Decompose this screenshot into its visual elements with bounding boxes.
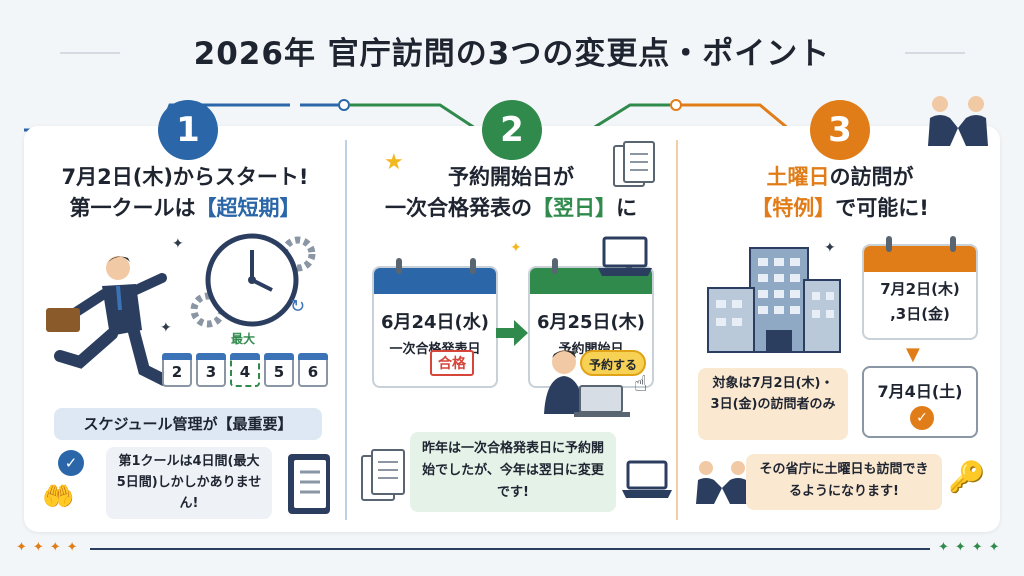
point-2-note: 昨年は一次合格発表日に予約開始でしたが、今年は翌日に変更です! — [410, 432, 616, 512]
point-1-banner: スケジュール管理が【最重要】 — [54, 408, 322, 440]
reservation-date: 6月25日(木) — [536, 312, 646, 333]
clock-icon — [190, 233, 316, 328]
laptop-icon — [598, 236, 652, 276]
star-icon: ★ — [384, 150, 404, 175]
running-businessman-icon — [46, 256, 170, 386]
point-3-note: その省庁に土曜日も訪問できるようになります! — [746, 454, 942, 510]
calendar-ring — [470, 258, 476, 274]
down-triangle-icon: ▼ — [906, 344, 920, 365]
page-title: 2026年 官庁訪問の3つの変更点・ポイント — [193, 36, 831, 72]
announcement-date: 6月24日(水) — [380, 312, 490, 333]
pass-stamp: 合格 — [430, 350, 474, 376]
point-3-heading-line1: 土曜日の訪問が — [766, 165, 914, 189]
column-divider-2 — [676, 140, 678, 520]
calendar-ring — [950, 236, 956, 252]
footer-decoration-right: ✦✦✦✦ — [938, 540, 1006, 555]
notebook-icon — [288, 454, 330, 514]
point-1-heading-line2: 第一クールは【超短期】 — [69, 196, 301, 220]
person-at-laptop-icon — [544, 350, 630, 417]
point-2-heading: 予約開始日が 一次合格発表の【翌日】に — [352, 162, 670, 224]
point-1-heading: 7月2日(木)からスタート! 第一クールは【超短期】 — [30, 162, 340, 224]
saturday-date: 7月4日(土) — [877, 382, 963, 401]
point-1-badge: 1 — [158, 100, 218, 160]
calendar-ring — [552, 258, 558, 274]
point-3-badge: 3 — [810, 100, 870, 160]
max-label: 最大 — [231, 332, 256, 346]
calendar-day: 2 — [162, 353, 192, 387]
title-divider-right — [905, 52, 965, 54]
weekday-date-line2: ,3日(金) — [890, 305, 950, 323]
point-1-note: 第1クールは4日間(最大5日間)しかしかありません! — [106, 447, 272, 519]
sparkle-icon: ✦ — [172, 236, 184, 252]
point-2-badge: 2 — [482, 100, 542, 160]
document-icon — [361, 449, 405, 501]
cursor-icon: ☝ — [634, 372, 648, 397]
weekday-date-line1: 7月2日(木) — [880, 280, 960, 298]
point-3-heading: 土曜日の訪問が 【特例】で可能に! — [690, 162, 990, 224]
title-divider-left — [60, 52, 120, 54]
reserve-button[interactable]: 予約する — [580, 350, 646, 376]
laptop-icon — [622, 460, 672, 498]
key-icon: 🔑 — [948, 460, 986, 495]
calendar-saturday: 7月4日(土) ✓ — [862, 366, 978, 438]
calendar-day: 3 — [196, 353, 226, 387]
footer-divider — [90, 548, 930, 550]
footer-decoration-left: ✦✦✦✦ — [16, 540, 84, 555]
arrow-right-icon — [496, 320, 528, 346]
point-2-heading-line2: 一次合格発表の【翌日】に — [385, 196, 637, 220]
point-1-heading-line1: 7月2日(木)からスタート! — [61, 165, 309, 189]
calendar-day: 6 — [298, 353, 328, 387]
handshake-hand-icon: 🤲 — [42, 482, 75, 512]
point-3-heading-line2: 【特例】で可能に! — [751, 196, 929, 220]
point-2-heading-line1: 予約開始日が — [448, 165, 574, 189]
calendar-day: 5 — [264, 353, 294, 387]
sparkle-icon: ✦ — [824, 240, 836, 256]
calendar-announcement: 6月24日(水) 一次合格発表日 合格 — [372, 266, 498, 388]
calendar-ring — [396, 258, 402, 274]
document-icon — [613, 141, 655, 187]
government-building-icon — [707, 247, 841, 353]
handshake-icon — [928, 96, 988, 146]
gear-icon: ↻ — [290, 296, 306, 317]
sparkle-icon: ✦ — [510, 240, 522, 256]
calendar-weekday: 7月2日(木) ,3日(金) — [862, 244, 978, 340]
sparkle-icon: ✦ — [160, 320, 172, 336]
column-divider-1 — [345, 140, 347, 520]
handshake-icon — [696, 461, 748, 504]
checkmark-icon: ✓ — [910, 406, 934, 430]
calendar-day-highlight: 4 — [230, 353, 260, 387]
checkmark-icon: ✓ — [58, 450, 84, 476]
calendar-ring — [886, 236, 892, 252]
point-3-target-note: 対象は7月2日(木)・3日(金)の訪問者のみ — [698, 368, 848, 440]
